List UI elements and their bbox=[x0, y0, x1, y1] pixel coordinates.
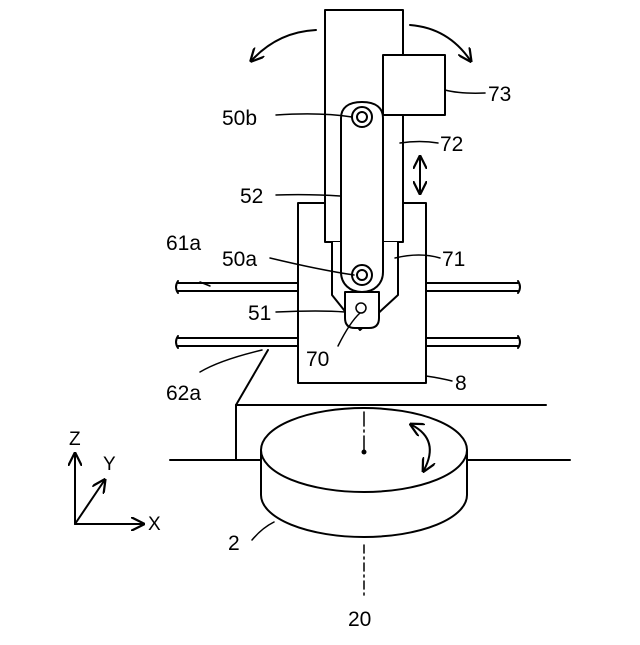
label-62a: 62a bbox=[166, 382, 201, 405]
motor-73 bbox=[383, 55, 445, 115]
label-50a: 50a bbox=[222, 248, 257, 271]
label-2: 2 bbox=[228, 532, 240, 555]
label-8: 8 bbox=[455, 372, 467, 395]
label-71: 71 bbox=[442, 248, 465, 271]
label-52: 52 bbox=[240, 185, 263, 208]
coordinate-axes: Z Y X bbox=[69, 429, 161, 535]
label-20: 20 bbox=[348, 608, 371, 631]
label-72: 72 bbox=[440, 133, 463, 156]
label-73: 73 bbox=[488, 83, 511, 106]
label-51: 51 bbox=[248, 302, 271, 325]
tool-holder-70 bbox=[345, 292, 379, 328]
turntable-2 bbox=[261, 408, 467, 537]
axis-x-label: X bbox=[148, 514, 161, 535]
axis-z-label: Z bbox=[69, 429, 81, 450]
label-50b: 50b bbox=[222, 107, 257, 130]
link-52 bbox=[341, 102, 383, 292]
axis-y-label: Y bbox=[103, 454, 116, 475]
label-70: 70 bbox=[306, 348, 329, 371]
label-61a: 61a bbox=[166, 232, 201, 255]
